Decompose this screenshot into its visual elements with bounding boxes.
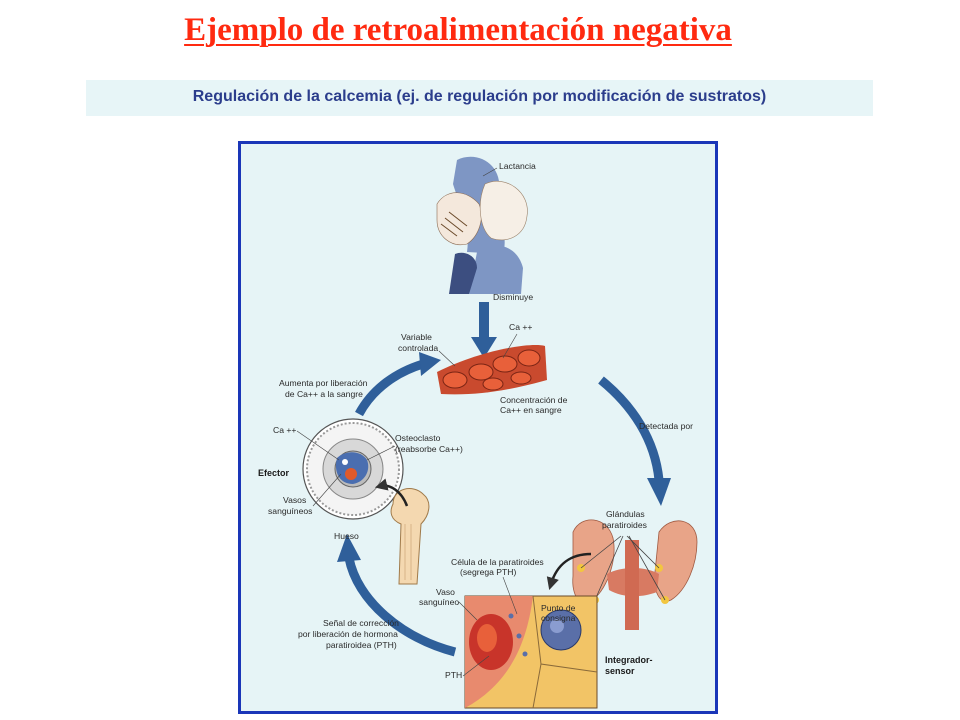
detected-arrow (598, 376, 664, 481)
bone-detail-arrow (374, 478, 409, 507)
lactation-illustration (436, 156, 528, 294)
label-sensor: sensor (605, 666, 635, 676)
bone-section (302, 418, 404, 520)
label-lactancia: Lactancia (499, 161, 536, 171)
subtitle-banner: Regulación de la calcemia (ej. de regula… (86, 80, 873, 116)
subtitle: Regulación de la calcemia (ej. de regula… (192, 88, 767, 105)
label-celula: Célula de la paratiroides (451, 557, 544, 567)
label-aumenta: Aumenta por liberación (279, 378, 368, 388)
label-pth: PTH (445, 670, 462, 680)
label-variable: Variable (401, 332, 432, 342)
label-senal: Señal de corrección (323, 618, 399, 628)
femur-bone (390, 488, 430, 585)
detail-arrow (546, 552, 592, 590)
label-ca-top: Ca ++ (509, 322, 532, 332)
label-reabsorbe: (reabsorbe Ca++) (395, 444, 463, 454)
label-detectada: Detectada por (639, 421, 693, 431)
label-hueso: Hueso (334, 531, 359, 541)
label-concentracion: Concentración de (500, 395, 568, 405)
calcemia-feedback-diagram: Lactancia Disminuye Variable controlada … (238, 141, 718, 714)
label-segrega-pth: (segrega PTH) (460, 567, 516, 577)
label-liberacion-hormona: por liberación de hormona (298, 629, 398, 639)
label-ca-sangre-left: de Ca++ a la sangre (285, 389, 363, 399)
label-integrador: Integrador- (605, 655, 653, 665)
label-vaso: Vaso (436, 587, 455, 597)
page-title: Ejemplo de retroalimentación negativa (184, 12, 732, 48)
label-ca-left: Ca ++ (273, 425, 296, 435)
label-ca-sangre: Ca++ en sangre (500, 405, 562, 415)
correction-arrow (344, 557, 457, 657)
label-punto: Punto de (541, 603, 576, 613)
label-sanguineo: sanguíneo (419, 597, 459, 607)
parathyroid-cell-inset (464, 595, 598, 709)
blood-vessel (437, 345, 547, 395)
label-disminuye: Disminuye (493, 292, 533, 302)
label-sanguineos: sanguíneos (268, 506, 312, 516)
label-paratiroides: paratiroides (602, 520, 647, 530)
label-controlada: controlada (398, 343, 438, 353)
label-osteoclasto: Osteoclasto (395, 433, 441, 443)
label-efector: Efector (258, 468, 290, 478)
label-vasos: Vasos (283, 495, 306, 505)
increase-arrow (355, 359, 425, 417)
label-consigna: consigna (541, 613, 576, 623)
label-glandulas: Glándulas (606, 509, 645, 519)
diagram-canvas: Lactancia Disminuye Variable controlada … (258, 156, 698, 709)
label-pth-hormona: paratiroidea (PTH) (326, 640, 397, 650)
parathyroid-glands (572, 519, 698, 630)
